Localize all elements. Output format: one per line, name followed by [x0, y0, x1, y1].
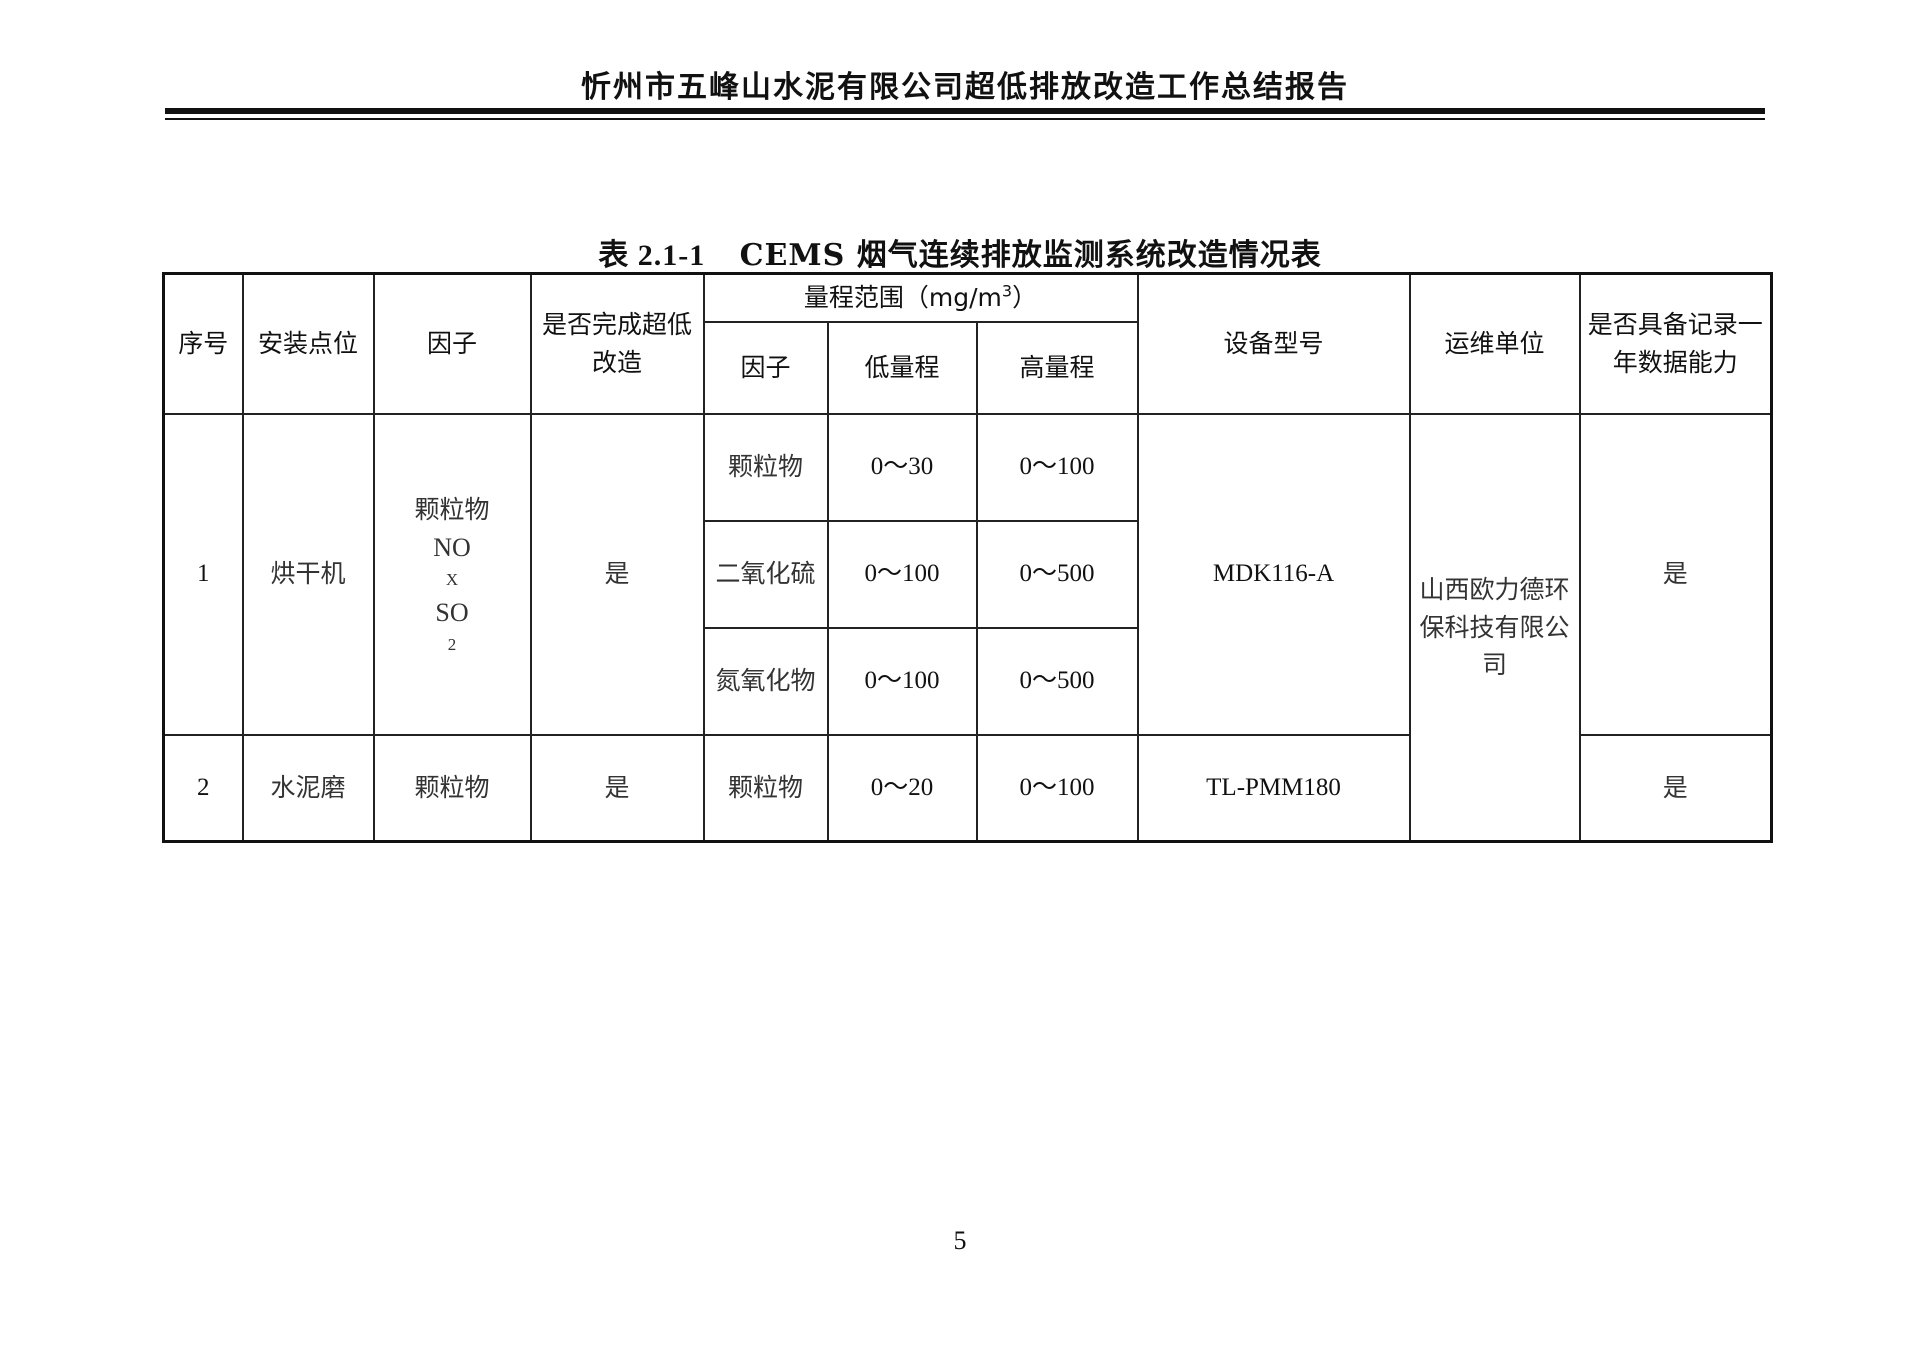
header-low-range: 低量程 — [826, 320, 978, 415]
table-caption-number: 表 2.1-1 — [598, 239, 706, 272]
row1-range2-low: 0～100 — [826, 519, 978, 629]
row1-seq: 1 — [162, 412, 244, 736]
row2-retrofit: 是 — [529, 733, 705, 843]
header-model: 设备型号 — [1136, 272, 1411, 415]
row1-model: MDK116-A — [1136, 412, 1411, 736]
page-number: 5 — [953, 1226, 967, 1255]
row2-range1-high: 0～100 — [975, 733, 1139, 843]
header-seq: 序号 — [162, 272, 244, 415]
row1-location: 烘干机 — [241, 412, 375, 736]
page-header-title: 忻州市五峰山水泥有限公司超低排放改造工作总结报告 — [581, 70, 1349, 105]
table-row: 氮氧化物 0～100 0～500 — [164, 626, 1772, 736]
row2-model: TL-PMM180 — [1136, 733, 1411, 843]
header-operator: 运维单位 — [1408, 272, 1581, 415]
row1-range3-factor: 氮氧化物 — [702, 626, 829, 736]
row1-record: 是 — [1578, 412, 1773, 736]
row2-range1-low: 0～20 — [826, 733, 978, 843]
header-range-group: 量程范围（mg/m3） — [702, 272, 1139, 323]
header-retrofit: 是否完成超低改造 — [529, 272, 705, 415]
header-range-unit-sup: 3 — [1001, 281, 1013, 301]
header-range-factor: 因子 — [702, 320, 829, 415]
header-factor: 因子 — [372, 272, 532, 415]
header-record: 是否具备记录一年数据能力 — [1578, 272, 1773, 415]
header-location: 安装点位 — [241, 272, 375, 415]
header-range-label: 量程范围（mg/m — [803, 283, 1002, 312]
row1-range1-factor: 颗粒物 — [702, 412, 829, 522]
header-high-range: 高量程 — [975, 320, 1139, 415]
header-row-2: 因子 低量程 高量程 — [164, 320, 1772, 415]
row2-seq: 2 — [162, 733, 244, 843]
row1-range2-factor: 二氧化硫 — [702, 519, 829, 629]
operator-cell: 山西欧力德环保科技有限公司 — [1408, 412, 1581, 843]
row1-retrofit: 是 — [529, 412, 705, 736]
row2-range1-factor: 颗粒物 — [702, 733, 829, 843]
header-row-1: 序号 安装点位 因子 是否完成超低改造 量程范围（mg/m3） 设备型号 运维单… — [162, 272, 1773, 415]
row1-range1-high: 0～100 — [975, 412, 1139, 522]
table-row: 2 水泥磨 颗粒物 是 颗粒物 0～20 0～100 TL-PMM180 是 — [162, 733, 1773, 843]
header-range-close: ） — [1012, 283, 1038, 312]
row1-range1-low: 0～30 — [826, 412, 978, 522]
table-caption-title: CEMS 烟气连续排放监测系统改造情况表 — [739, 238, 1322, 273]
row2-location: 水泥磨 — [241, 733, 375, 843]
row1-factor-pm: 颗粒物 — [414, 494, 490, 524]
row1-range3-low: 0～100 — [826, 626, 978, 736]
header-rule-thick — [165, 108, 1765, 114]
table-row: 二氧化硫 0～100 0～500 — [164, 519, 1772, 629]
table-caption: 表 2.1-1 CEMS 烟气连续排放监测系统改造情况表 — [0, 230, 1920, 274]
row2-factor: 颗粒物 — [372, 733, 532, 843]
row1-range2-high: 0～500 — [975, 519, 1139, 629]
row2-record: 是 — [1578, 733, 1773, 843]
cems-table: 序号 安装点位 因子 是否完成超低改造 量程范围（mg/m3） 设备型号 运维单… — [162, 272, 1774, 843]
header-rule-thin — [165, 118, 1765, 120]
row1-range3-high: 0～500 — [975, 626, 1139, 736]
